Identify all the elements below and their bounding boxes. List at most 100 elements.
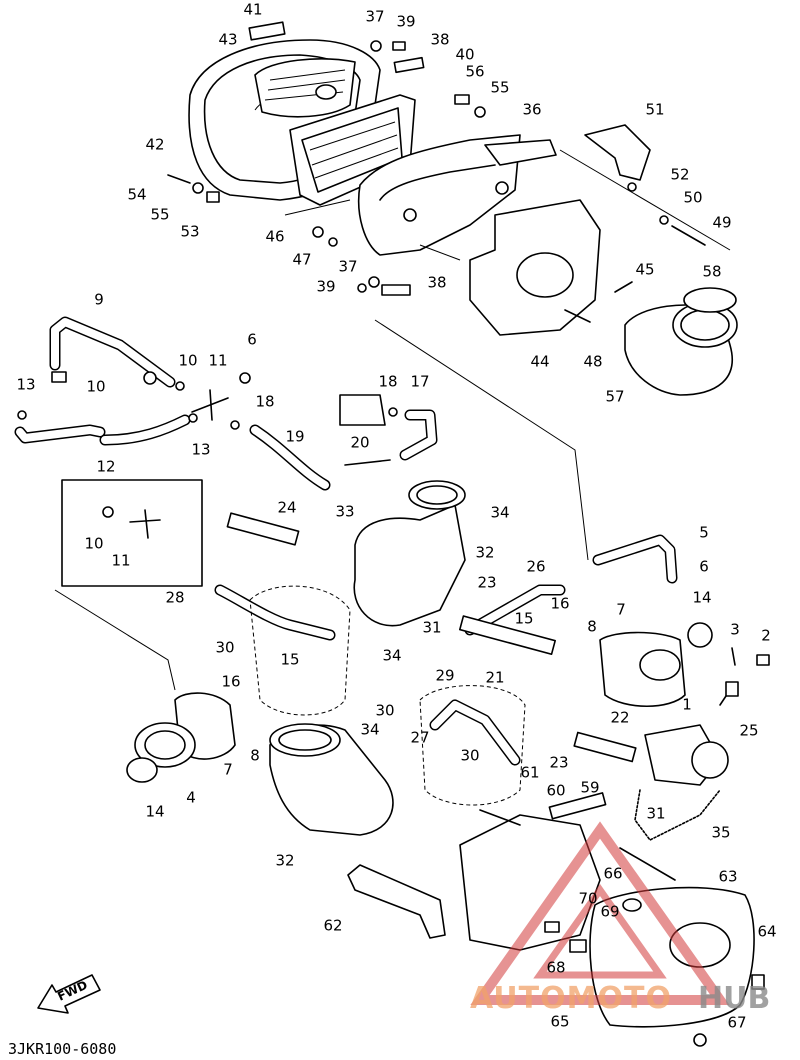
callout-26: 26	[526, 558, 545, 576]
callout-8: 8	[250, 747, 260, 765]
callout-65: 65	[550, 1013, 569, 1031]
callout-63: 63	[718, 868, 737, 886]
callout-70: 70	[578, 890, 597, 908]
callout-23: 23	[549, 754, 568, 772]
callout-7: 7	[616, 601, 626, 619]
callout-3: 3	[730, 621, 740, 639]
callout-11: 11	[208, 352, 227, 370]
callout-39: 39	[316, 278, 335, 296]
callout-7: 7	[223, 761, 233, 779]
callout-12: 12	[96, 458, 115, 476]
callout-29: 29	[435, 667, 454, 685]
callout-8: 8	[587, 618, 597, 636]
callout-19: 19	[285, 428, 304, 446]
callout-44: 44	[530, 353, 549, 371]
callout-6: 6	[699, 558, 709, 576]
callout-62: 62	[323, 917, 342, 935]
callout-60: 60	[546, 782, 565, 800]
callout-59: 59	[580, 779, 599, 797]
plate-part	[248, 21, 286, 41]
callout-55: 55	[150, 206, 169, 224]
callout-4: 4	[186, 789, 196, 807]
intake-duct-part	[624, 287, 738, 396]
callout-58: 58	[702, 263, 721, 281]
callout-30: 30	[460, 747, 479, 765]
callout-18: 18	[255, 393, 274, 411]
callout-32: 32	[275, 852, 294, 870]
wire-part	[634, 789, 721, 841]
callout-10: 10	[86, 378, 105, 396]
filter-element-part	[254, 58, 356, 118]
callout-6: 6	[247, 331, 257, 349]
callout-57: 57	[605, 388, 624, 406]
callout-43: 43	[218, 31, 237, 49]
callout-48: 48	[583, 353, 602, 371]
callout-38: 38	[427, 274, 446, 292]
carb-joints	[226, 512, 637, 763]
callout-16: 16	[221, 673, 240, 691]
callout-28: 28	[165, 589, 184, 607]
callout-13: 13	[191, 441, 210, 459]
callout-11: 11	[111, 552, 130, 570]
callout-23: 23	[477, 574, 496, 592]
callout-14: 14	[145, 803, 164, 821]
stay-part	[347, 864, 446, 939]
watermark-text-orange: AUTOMOTO	[470, 981, 672, 1016]
callout-25: 25	[739, 722, 758, 740]
callout-51: 51	[645, 101, 664, 119]
callout-54: 54	[127, 186, 146, 204]
callout-14: 14	[692, 589, 711, 607]
callout-35: 35	[711, 824, 730, 842]
left-manifold	[126, 692, 236, 783]
reference-lines	[54, 149, 731, 691]
diagram-code: 3JKR100-6080	[8, 1040, 116, 1058]
callout-38: 38	[430, 31, 449, 49]
inset-box	[61, 479, 203, 587]
callout-53: 53	[180, 223, 199, 241]
callout-30: 30	[375, 702, 394, 720]
callout-39: 39	[396, 13, 415, 31]
callout-17: 17	[410, 373, 429, 391]
lower-intake-boot	[269, 723, 394, 836]
watermark-text-gray: HUB	[698, 981, 770, 1016]
callout-52: 52	[670, 166, 689, 184]
callout-22: 22	[610, 709, 629, 727]
callout-34: 34	[382, 647, 401, 665]
callout-32: 32	[475, 544, 494, 562]
callout-33: 33	[335, 503, 354, 521]
carburetor-outline	[249, 585, 526, 806]
callout-2: 2	[761, 627, 771, 645]
callout-36: 36	[522, 101, 541, 119]
callout-31: 31	[422, 619, 441, 637]
callout-24: 24	[277, 499, 296, 517]
mount-bracket	[459, 792, 607, 951]
callout-37: 37	[365, 8, 384, 26]
callout-64: 64	[757, 923, 776, 941]
callout-20: 20	[350, 434, 369, 452]
callout-5: 5	[699, 524, 709, 542]
callout-10: 10	[84, 535, 103, 553]
callout-15: 15	[514, 610, 533, 628]
fitting-part	[339, 394, 391, 466]
air-box-part	[357, 134, 557, 256]
upper-intake-boot	[353, 480, 466, 627]
callout-55: 55	[490, 79, 509, 97]
callout-41: 41	[243, 1, 262, 19]
side-cover-part	[469, 199, 601, 336]
right-manifold	[599, 622, 713, 708]
callout-61: 61	[520, 764, 539, 782]
callout-45: 45	[635, 261, 654, 279]
joints	[17, 371, 398, 539]
callout-46: 46	[265, 228, 284, 246]
callout-9: 9	[94, 291, 104, 309]
fwd-arrow: FWD	[37, 974, 101, 1014]
callout-27: 27	[410, 729, 429, 747]
callout-31: 31	[646, 805, 665, 823]
callout-21: 21	[485, 669, 504, 687]
callout-42: 42	[145, 136, 164, 154]
callout-50: 50	[683, 189, 702, 207]
hoses	[14, 316, 678, 766]
